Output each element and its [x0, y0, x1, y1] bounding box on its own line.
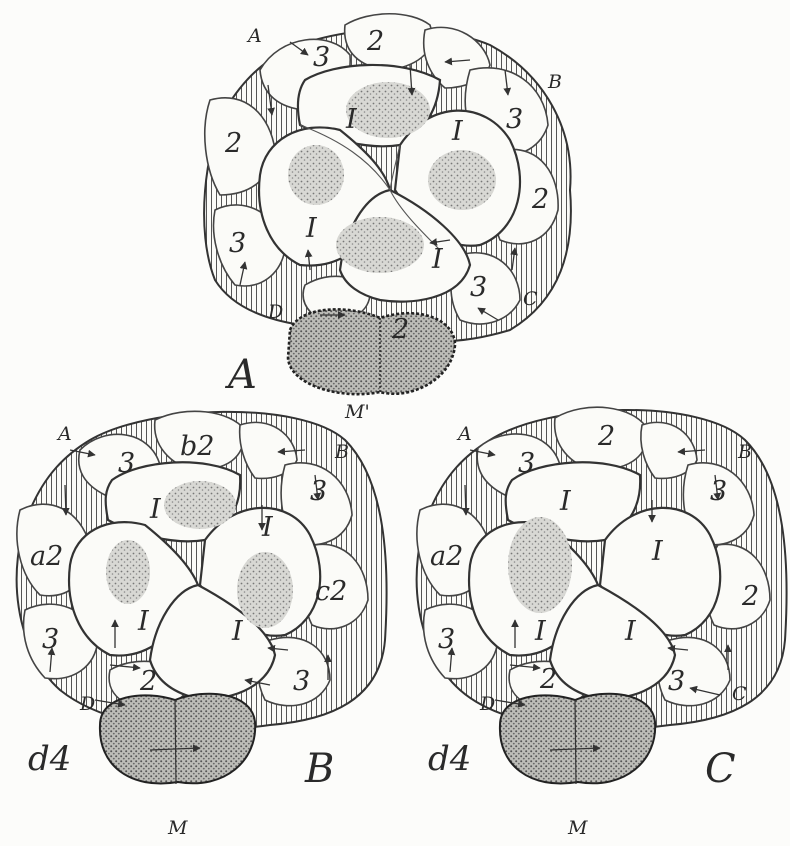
panel-b: A B D 3 b2 I I a2 3 I I c2 3 2 3 d4 B M [17, 411, 387, 839]
panel-a-label: A [224, 352, 257, 398]
panel-a-yolk-4 [336, 217, 424, 273]
panel-b-cell-label: I [231, 616, 244, 647]
panel-c-cell-label: 2 [597, 421, 615, 452]
panel-c-yolk-1 [508, 517, 572, 613]
panel-a-quadrant-a: A [246, 25, 262, 47]
panel-c: A B C D 3 2 3 I I a2 3 I I 2 2 3 d4 C M [417, 407, 787, 839]
panel-c-micromere-label: M [567, 817, 588, 839]
panel-a-cell-label: 3 [313, 42, 330, 73]
panel-c-cell-label: 3 [710, 476, 727, 507]
panel-a-cell-label: 3 [506, 104, 523, 135]
panel-b-cell-label: 3 [42, 624, 59, 655]
panel-a-quadrant-b: B [547, 71, 562, 93]
panel-c-cell-label: a2 [430, 541, 463, 572]
panel-b-yolk-2 [237, 552, 293, 628]
panel-c-cell-label: 2 [539, 664, 557, 695]
panel-c-quadrant-c: C [732, 683, 747, 705]
panel-c-cell-label: I [651, 536, 664, 567]
panel-c-cell-label: 2 [741, 581, 759, 612]
panel-c-quadrant-b: B [737, 441, 752, 463]
panel-c-macromere-label: d4 [428, 739, 471, 779]
panel-a: A B C D 3 2 I I 2 3 I I 2 3 3 2 A M' [204, 14, 571, 423]
panel-a-cell-label: I [451, 116, 464, 147]
panel-b-cell-label: a2 [30, 541, 63, 572]
panel-a-cell-label: 2 [531, 184, 549, 215]
panel-c-quadrant-d: D [479, 693, 495, 715]
panel-b-cell-label: 3 [310, 476, 327, 507]
panel-a-micromere-m [288, 309, 455, 394]
panel-c-label: C [705, 746, 736, 792]
panel-b-cell-label: I [149, 494, 162, 525]
panel-b-quadrant-a: A [56, 423, 72, 445]
panel-b-yolk-1 [164, 481, 236, 529]
panel-a-cell-label: I [431, 244, 444, 275]
panel-b-quadrant-d: D [79, 693, 95, 715]
panel-b-cell-label: I [137, 606, 150, 637]
panel-b-macromere-label: d4 [28, 739, 71, 779]
panel-c-cell-label: 3 [518, 448, 535, 479]
panel-c-micromere-m [500, 694, 655, 784]
panel-b-cell-label: c2 [315, 576, 347, 607]
panel-c-cell-label: I [534, 616, 547, 647]
panel-a-yolk-1 [346, 82, 430, 138]
panel-b-cell-label: 3 [118, 448, 135, 479]
panel-a-cell-label: 3 [470, 272, 487, 303]
panel-b-micromere-label: M [167, 817, 188, 839]
panel-b-yolk-3 [106, 540, 150, 604]
panel-b-micromere-m [100, 694, 255, 784]
panel-a-quadrant-d: D [267, 301, 283, 323]
panel-a-cell-label: I [345, 104, 358, 135]
panel-a-micromere-label: M' [344, 401, 370, 423]
panel-b-quadrant-b: B [334, 441, 349, 463]
panel-c-quadrant-a: A [456, 423, 472, 445]
panel-c-cell-label: 3 [668, 666, 685, 697]
panel-a-quadrant-c: C [523, 288, 538, 310]
panel-a-cell-label: 3 [229, 228, 246, 259]
panel-a-cell-label: 2 [224, 128, 242, 159]
panel-b-cell-label: b2 [180, 431, 214, 462]
panel-b-cell-label: 2 [139, 666, 157, 697]
panel-c-cell-label: I [624, 616, 637, 647]
panel-c-cell-label: I [559, 486, 572, 517]
panel-a-yolk-3 [288, 145, 344, 205]
panel-a-yolk-2 [428, 150, 496, 210]
panel-b-cell-label: 3 [293, 666, 310, 697]
panel-c-cell-label: 3 [438, 624, 455, 655]
panel-a-cell-label: 2 [391, 314, 409, 345]
panel-b-cell-label: I [261, 512, 274, 543]
panel-a-cell-label: 2 [366, 26, 384, 57]
panel-a-cell-label: I [305, 213, 318, 244]
panel-b-label: B [304, 746, 334, 792]
